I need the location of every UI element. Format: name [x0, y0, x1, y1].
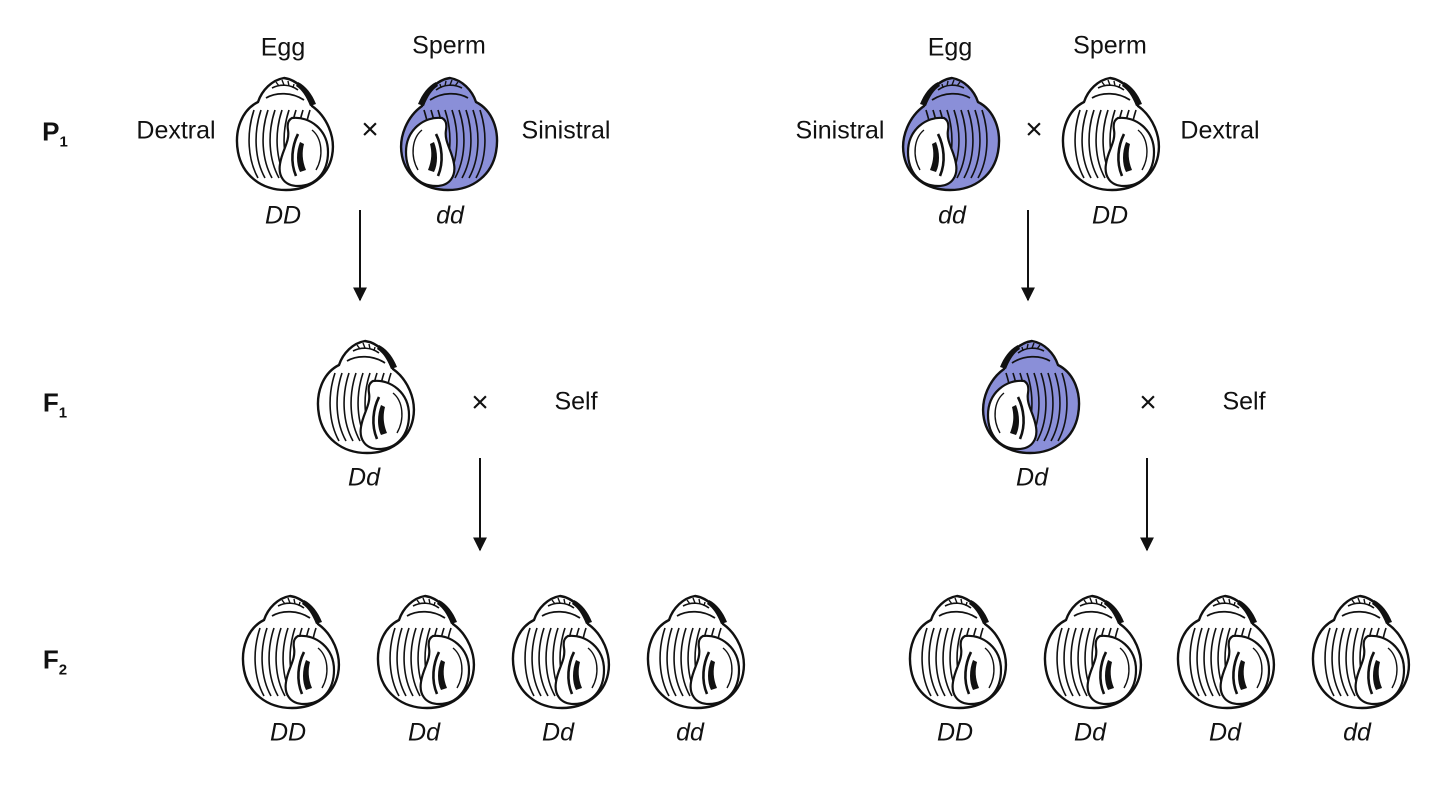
generation-label-f1: F1: [42, 387, 68, 422]
right-sperm-label: Sperm: [1073, 31, 1147, 60]
right-f2-genotype-4: dd: [1343, 718, 1371, 747]
left-sperm-label: Sperm: [412, 31, 486, 60]
left-self-label: Self: [554, 387, 598, 416]
left-egg-label: Egg: [260, 33, 306, 62]
right-p1-egg-genotype: dd: [938, 201, 966, 230]
left-p1-egg-snail-dextral: [232, 72, 336, 196]
right-f1-cross-symbol: ×: [1139, 386, 1157, 419]
left-p1-cross-symbol: ×: [361, 113, 379, 146]
right-f2-snail-1: [905, 590, 1009, 714]
right-p1-cross-symbol: ×: [1025, 113, 1043, 146]
right-f2-genotype-3: Dd: [1209, 718, 1241, 747]
right-f2-snail-2: [1040, 590, 1144, 714]
right-f2-genotype-1: DD: [936, 718, 974, 747]
left-f2-snail-1: [238, 590, 342, 714]
right-f1-snail-sinistral: [980, 335, 1084, 459]
generation-label-f2: F2: [42, 644, 68, 679]
left-f2-genotype-1: DD: [269, 718, 307, 747]
left-f1-cross-symbol: ×: [471, 386, 489, 419]
left-f2-genotype-4: dd: [676, 718, 704, 747]
left-sinistral-label: Sinistral: [521, 116, 611, 145]
left-f2-snail-3: [508, 590, 612, 714]
left-f2-snail-4: [643, 590, 747, 714]
right-self-label: Self: [1222, 387, 1266, 416]
left-f1-genotype: Dd: [348, 463, 380, 492]
left-dextral-label: Dextral: [136, 116, 216, 145]
left-f2-genotype-3: Dd: [542, 718, 574, 747]
right-f1-genotype: Dd: [1016, 463, 1048, 492]
right-f2-genotype-2: Dd: [1074, 718, 1106, 747]
right-sinistral-label: Sinistral: [795, 116, 885, 145]
left-f1-snail-dextral: [313, 335, 417, 459]
right-f2-snail-3: [1173, 590, 1277, 714]
right-dextral-label: Dextral: [1180, 116, 1260, 145]
right-f2-snail-4: [1308, 590, 1412, 714]
right-p1-sperm-genotype: DD: [1091, 201, 1129, 230]
right-p1-egg-snail-sinistral: [900, 72, 1004, 196]
generation-label-p1: P1: [42, 116, 68, 151]
left-f2-snail-2: [373, 590, 477, 714]
right-egg-label: Egg: [927, 33, 973, 62]
left-f2-genotype-2: Dd: [408, 718, 440, 747]
right-p1-sperm-snail-dextral: [1058, 72, 1162, 196]
left-p1-sperm-genotype: dd: [436, 201, 464, 230]
left-p1-egg-genotype: DD: [264, 201, 302, 230]
left-p1-sperm-snail-sinistral: [398, 72, 502, 196]
